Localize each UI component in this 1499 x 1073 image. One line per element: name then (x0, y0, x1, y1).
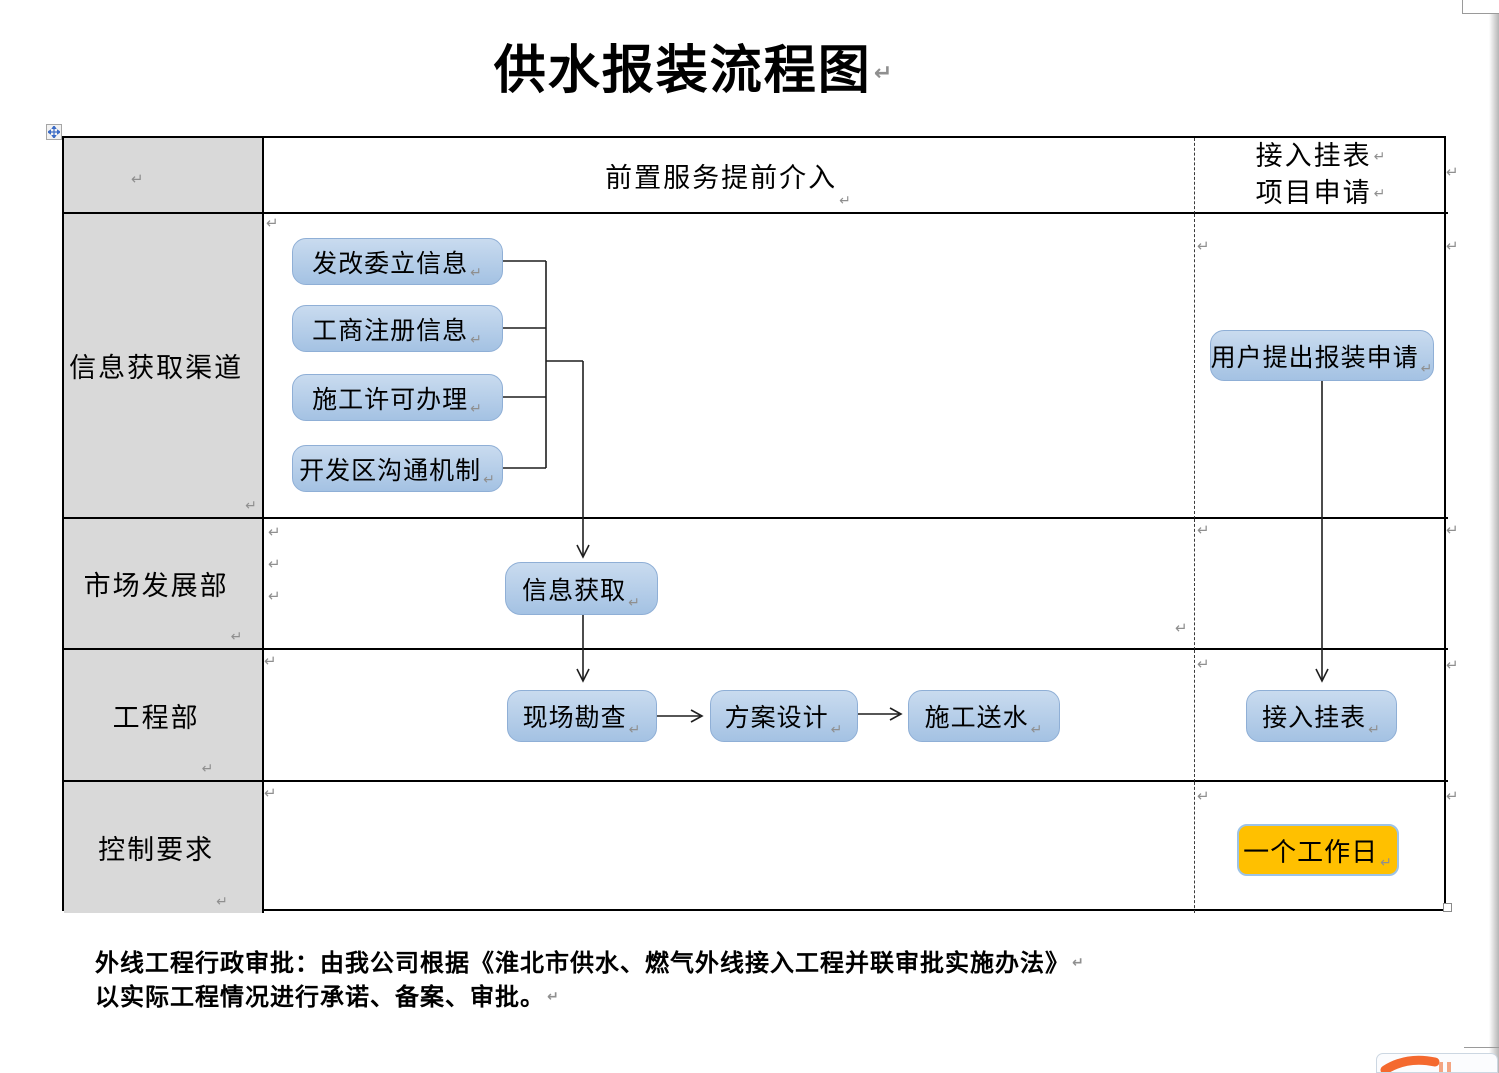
paragraph-mark: ↵ (1030, 722, 1044, 738)
flow-box-user-application[interactable]: 用户提出报装申请↵ (1210, 330, 1434, 381)
paragraph-mark: ↵ (1373, 186, 1388, 202)
paragraph-mark: ↵ (470, 401, 483, 417)
row2-right-cell[interactable] (1194, 519, 1448, 650)
paragraph-mark: ↵ (264, 784, 277, 802)
move-arrows-icon (48, 126, 60, 138)
paragraph-mark: ↵ (1380, 855, 1393, 871)
page-title-text: 供水报装流程图 (493, 43, 872, 100)
flow-box-plan-design[interactable]: 方案设计↵ (710, 690, 858, 742)
flow-box-one-workday[interactable]: 一个工作日↵ (1237, 824, 1399, 876)
paragraph-mark: ↵ (1072, 955, 1085, 971)
paragraph-mark: ↵ (1197, 655, 1210, 673)
header-middle-cell[interactable]: 前置服务提前介入↵ (264, 138, 1194, 214)
top-right-corner-box (1462, 0, 1499, 14)
paragraph-mark: ↵ (1446, 787, 1459, 805)
row1-right-cell[interactable] (1194, 214, 1448, 519)
header-right-line2: 项目申请 (1255, 178, 1372, 208)
paragraph-mark: ↵ (547, 989, 560, 1005)
paragraph-mark: ↵ (628, 595, 641, 611)
paragraph-mark: ↵ (1446, 163, 1459, 181)
paragraph-mark: ↵ (839, 193, 853, 209)
paragraph-mark: ↵ (201, 761, 214, 777)
row1-middle-cell[interactable] (264, 214, 1194, 519)
paragraph-mark: ↵ (268, 523, 281, 541)
paragraph-mark: ↵ (268, 555, 281, 573)
flow-box-construction-water[interactable]: 施工送水↵ (908, 690, 1060, 742)
row-label-control-req[interactable]: 控制要求↵ (64, 782, 264, 913)
row3-middle-cell[interactable] (264, 650, 1194, 782)
paragraph-mark: ↵ (483, 472, 496, 488)
header-right-line1: 接入挂表 (1255, 141, 1372, 171)
row4-right-cell[interactable] (1194, 782, 1448, 913)
footer-line1: 外线工程行政审批：由我公司根据《淮北市供水、燃气外线接入工程并联审批实施办法》 (95, 950, 1070, 977)
paragraph-mark: ↵ (830, 722, 844, 738)
flow-box-site-survey[interactable]: 现场勘查↵ (507, 690, 657, 742)
paragraph-mark: ↵ (264, 652, 277, 670)
row-label-market-dept[interactable]: 市场发展部↵ (64, 519, 264, 650)
footer-line2: 以实际工程情况进行承诺、备案、审批。 (95, 984, 545, 1011)
flow-box-construction-permit[interactable]: 施工许可办理↵ (292, 374, 503, 421)
page-edge-shadow (1489, 0, 1499, 1073)
paragraph-mark: ↵ (131, 170, 144, 188)
footer-note: 外线工程行政审批：由我公司根据《淮北市供水、燃气外线接入工程并联审批实施办法》↵… (95, 947, 1095, 1015)
flow-box-info-acquisition[interactable]: 信息获取↵ (505, 562, 658, 615)
row-label-engineering-dept[interactable]: 工程部↵ (64, 650, 264, 782)
process-table: 前置服务提前介入↵ 接入挂表↵ 项目申请↵ 信息获取渠道↵ 市场发展部↵ 工程部… (62, 136, 1448, 913)
header-middle-label: 前置服务提前介入 (605, 162, 838, 193)
page-title: 供水报装流程图↵ (62, 28, 1326, 103)
paragraph-mark: ↵ (1373, 149, 1388, 165)
paragraph-mark: ↵ (216, 894, 228, 910)
paragraph-mark: ↵ (1197, 787, 1210, 805)
paragraph-mark: ↵ (1446, 237, 1459, 255)
header-empty-cell[interactable] (64, 138, 264, 214)
paragraph-mark: ↵ (1420, 361, 1434, 377)
header-right-cell[interactable]: 接入挂表↵ 项目申请↵ (1194, 138, 1448, 214)
row4-middle-cell[interactable] (264, 782, 1194, 913)
row-label-info-channels[interactable]: 信息获取渠道↵ (64, 214, 264, 519)
paragraph-mark: ↵ (266, 214, 279, 232)
row3-right-cell[interactable] (1194, 650, 1448, 782)
paragraph-mark: ↵ (628, 722, 642, 738)
paragraph-mark: ↵ (245, 498, 257, 514)
paragraph-mark: ↵ (1446, 656, 1459, 674)
table-move-handle-icon[interactable] (46, 124, 62, 140)
paragraph-mark: ↵ (1446, 521, 1459, 539)
paragraph-mark: ↵ (873, 61, 895, 86)
paragraph-mark: ↵ (1197, 237, 1210, 255)
row2-middle-cell[interactable] (264, 519, 1194, 650)
flow-box-meter-connection[interactable]: 接入挂表↵ (1246, 690, 1397, 742)
paragraph-mark: ↵ (1175, 619, 1188, 637)
flow-box-business-reg-info[interactable]: 工商注册信息↵ (292, 305, 503, 352)
orange-swoosh-icon (1380, 1055, 1451, 1072)
table-resize-handle[interactable] (1443, 903, 1452, 912)
paragraph-mark: ↵ (1368, 722, 1381, 738)
paragraph-mark: ↵ (230, 629, 243, 645)
peek-app-icon[interactable] (1376, 1053, 1498, 1073)
paragraph-mark: ↵ (268, 587, 281, 605)
flow-box-ndrc-info[interactable]: 发改委立信息↵ (292, 238, 503, 285)
flow-box-devzone-communication[interactable]: 开发区沟通机制↵ (292, 445, 503, 492)
peek-window-border (1464, 1047, 1499, 1048)
paragraph-mark: ↵ (470, 265, 483, 281)
paragraph-mark: ↵ (470, 332, 483, 348)
paragraph-mark: ↵ (1197, 521, 1210, 539)
